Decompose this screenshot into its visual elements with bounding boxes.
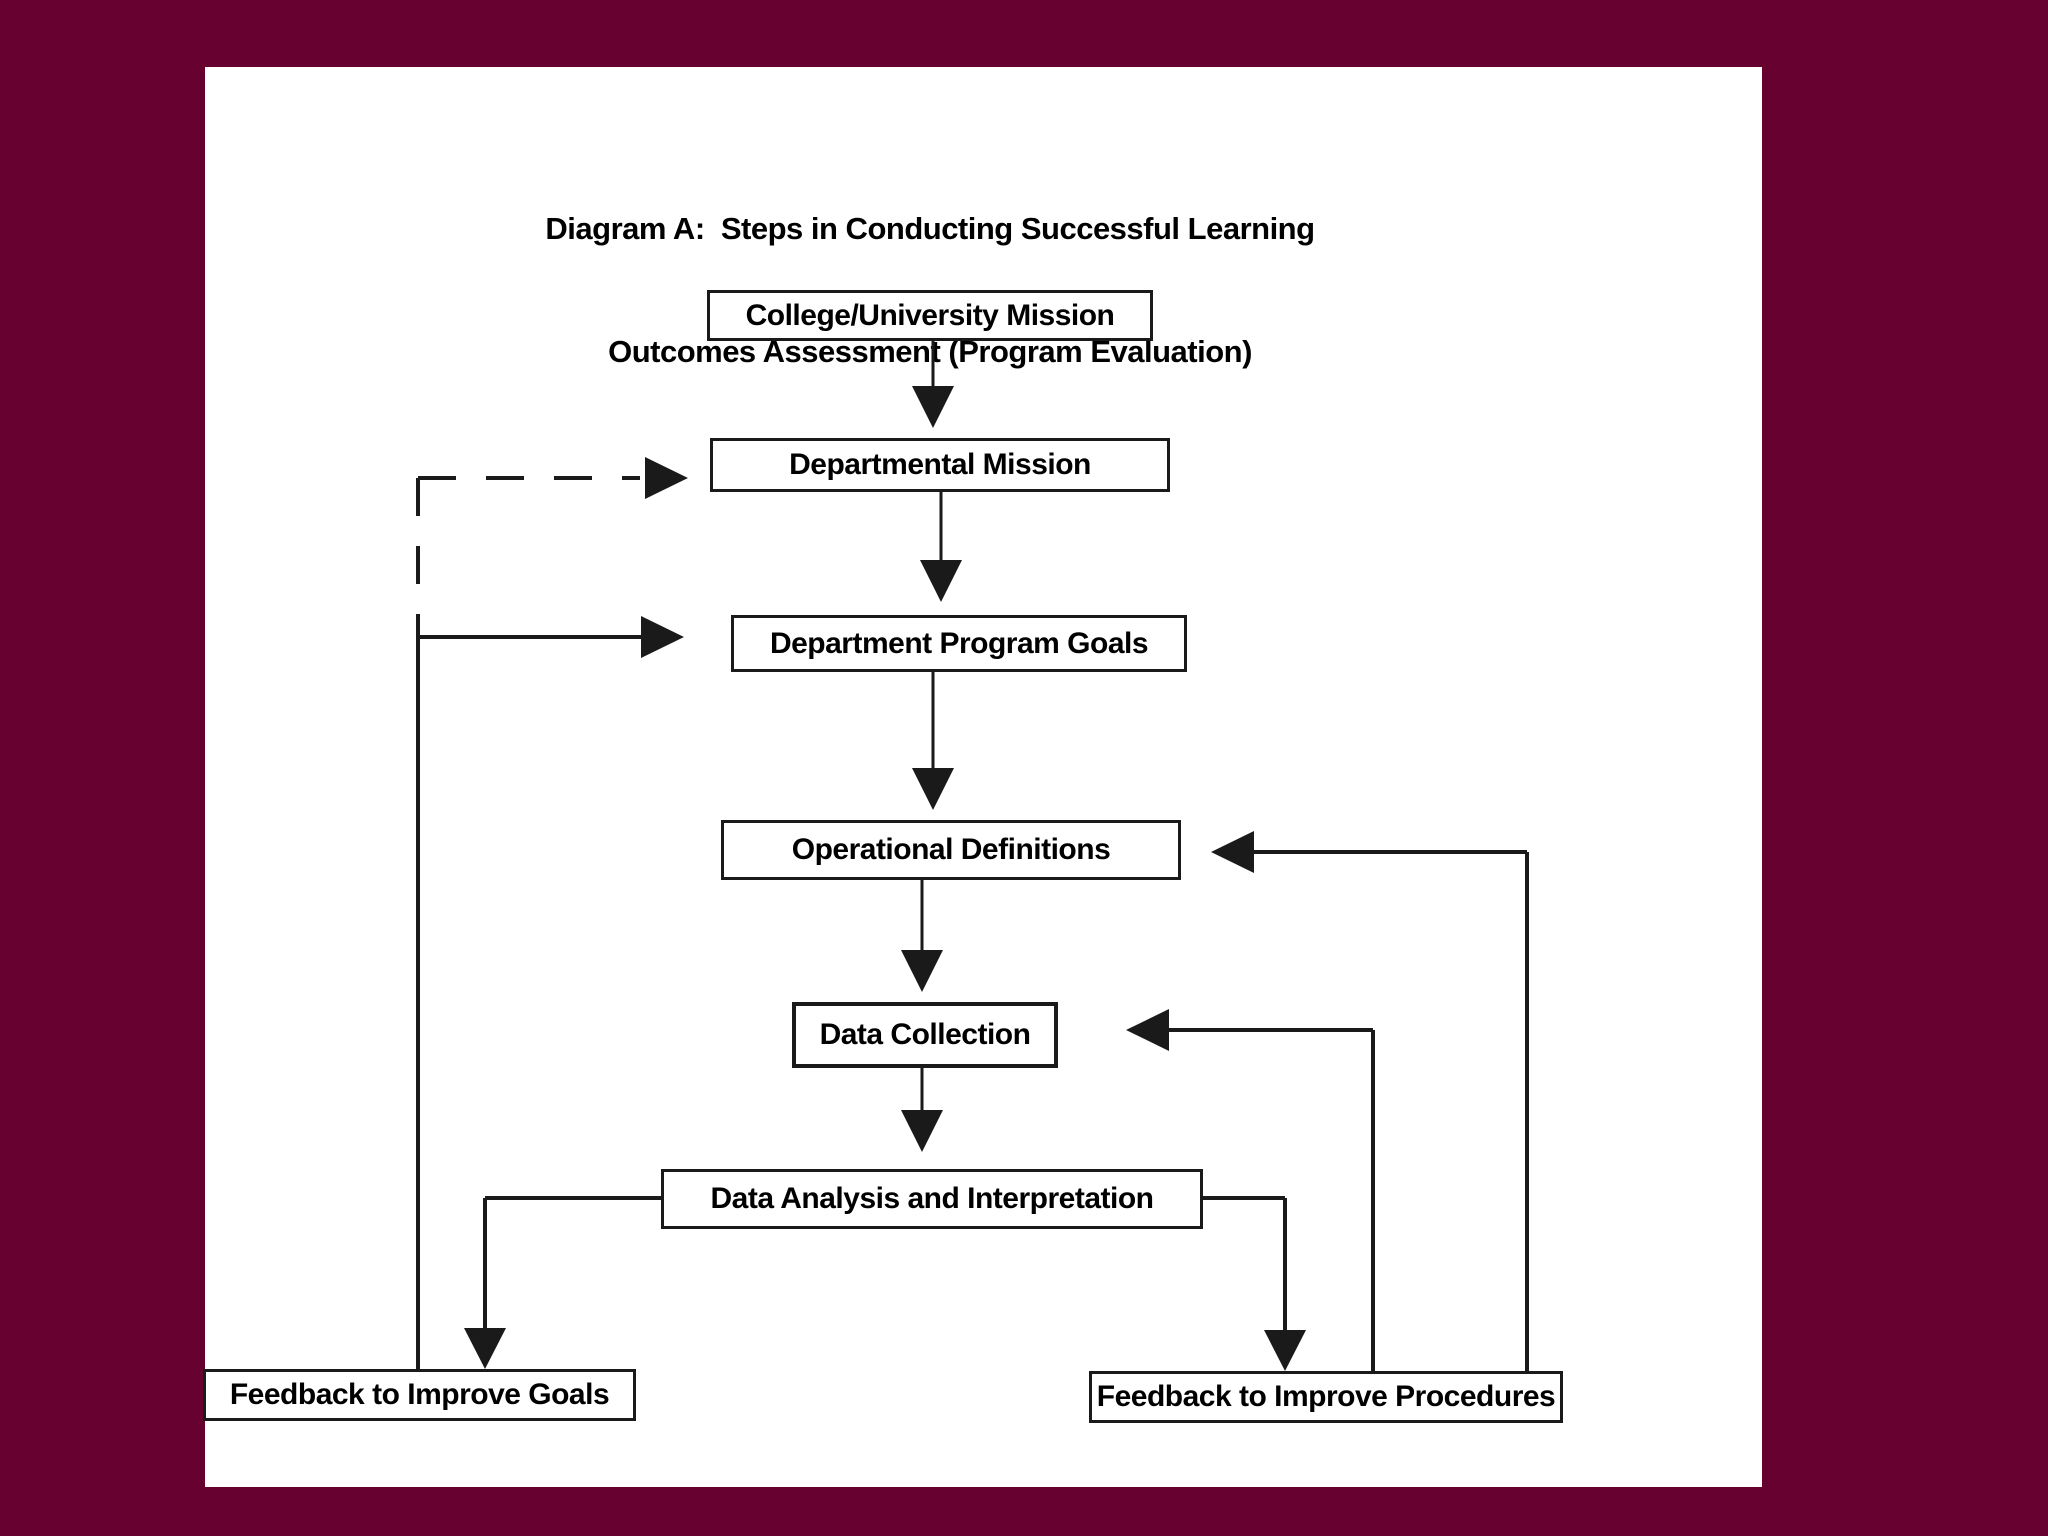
node-department-program-goals: Department Program Goals	[731, 615, 1187, 672]
node-feedback-improve-goals: Feedback to Improve Goals	[203, 1369, 636, 1421]
node-data-collection: Data Collection	[792, 1002, 1058, 1068]
diagram-title-line1: Diagram A: Steps in Conducting Successfu…	[545, 211, 1315, 246]
diagram-title: Diagram A: Steps in Conducting Successfu…	[380, 126, 1480, 413]
node-data-analysis-interpretation: Data Analysis and Interpretation	[661, 1169, 1203, 1229]
node-college-university-mission: College/University Mission	[707, 290, 1153, 341]
node-feedback-improve-procedures: Feedback to Improve Procedures	[1089, 1371, 1563, 1423]
node-operational-definitions: Operational Definitions	[721, 820, 1181, 880]
node-departmental-mission: Departmental Mission	[710, 438, 1170, 492]
